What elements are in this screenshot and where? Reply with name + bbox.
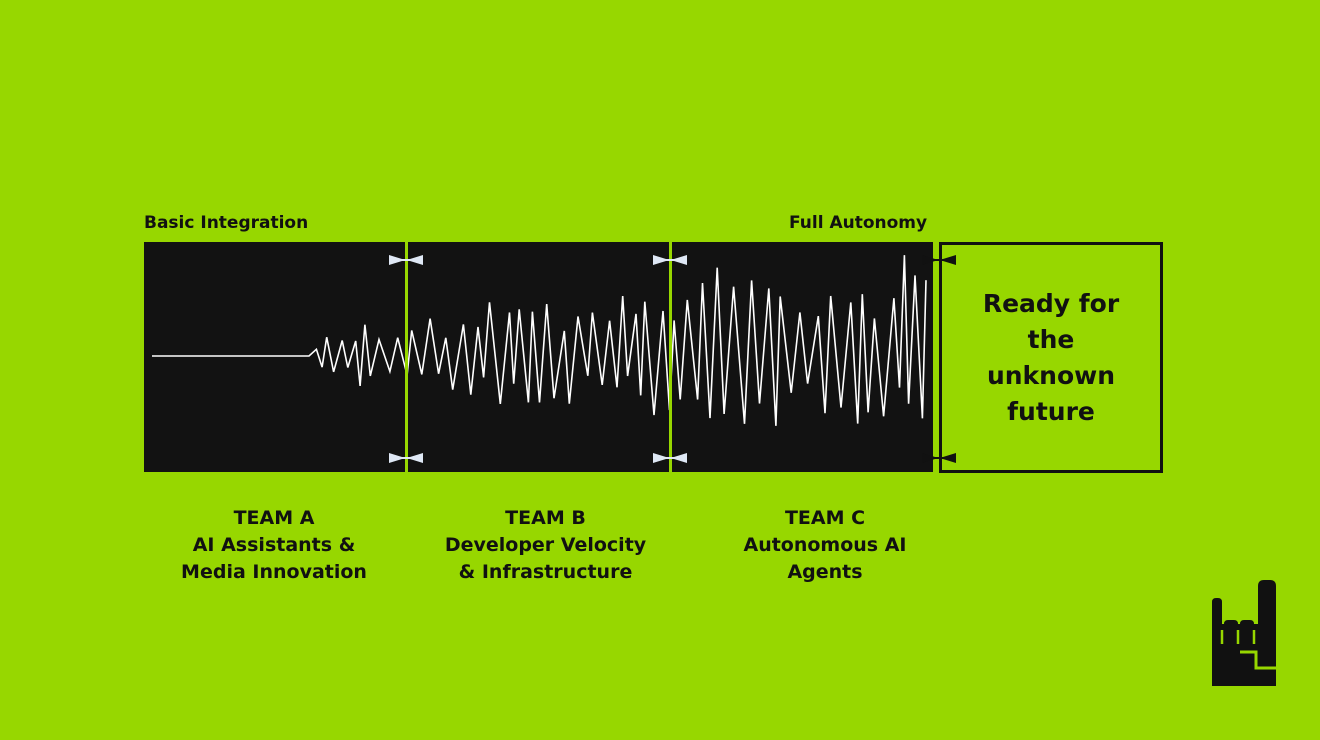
team-description-line: Developer Velocity xyxy=(444,534,647,556)
scale-start-label: Basic Integration xyxy=(144,213,309,233)
team-description-line: AI Assistants & xyxy=(192,534,356,556)
team-c-label: TEAM C Autonomous AI Agents xyxy=(725,505,925,586)
future-line: unknown xyxy=(986,360,1116,390)
bowtie-clip-icon xyxy=(653,255,687,265)
bowtie-clip-icon xyxy=(389,255,423,265)
waveform-graphic xyxy=(152,242,934,472)
bowtie-clip-icon xyxy=(389,453,423,463)
divider-team-b-c xyxy=(669,242,672,472)
rock-hand-icon xyxy=(1212,580,1276,686)
team-name: TEAM B xyxy=(505,507,586,529)
waveform-strip xyxy=(144,242,934,472)
team-name: TEAM C xyxy=(784,507,866,529)
team-description-line: & Infrastructure xyxy=(458,561,633,583)
bowtie-clip-icon xyxy=(653,453,687,463)
waveform-line xyxy=(152,255,927,426)
future-line: Ready for xyxy=(982,288,1120,318)
future-line: future xyxy=(1007,396,1095,426)
team-b-label: TEAM B Developer Velocity & Infrastructu… xyxy=(433,505,658,586)
team-description-line: Agents xyxy=(787,561,863,583)
divider-team-a-b xyxy=(405,242,408,472)
team-a-label: TEAM A AI Assistants & Media Innovation xyxy=(164,505,384,586)
scale-end-label: Full Autonomy xyxy=(789,213,928,233)
future-text: Ready for the unknown future xyxy=(976,286,1126,430)
team-description-line: Media Innovation xyxy=(181,561,367,583)
team-description-line: Autonomous AI xyxy=(743,534,907,556)
team-name: TEAM A xyxy=(233,507,315,529)
divider-team-c-future xyxy=(933,242,934,472)
future-line: the xyxy=(1027,324,1075,354)
future-box: Ready for the unknown future xyxy=(939,242,1163,473)
